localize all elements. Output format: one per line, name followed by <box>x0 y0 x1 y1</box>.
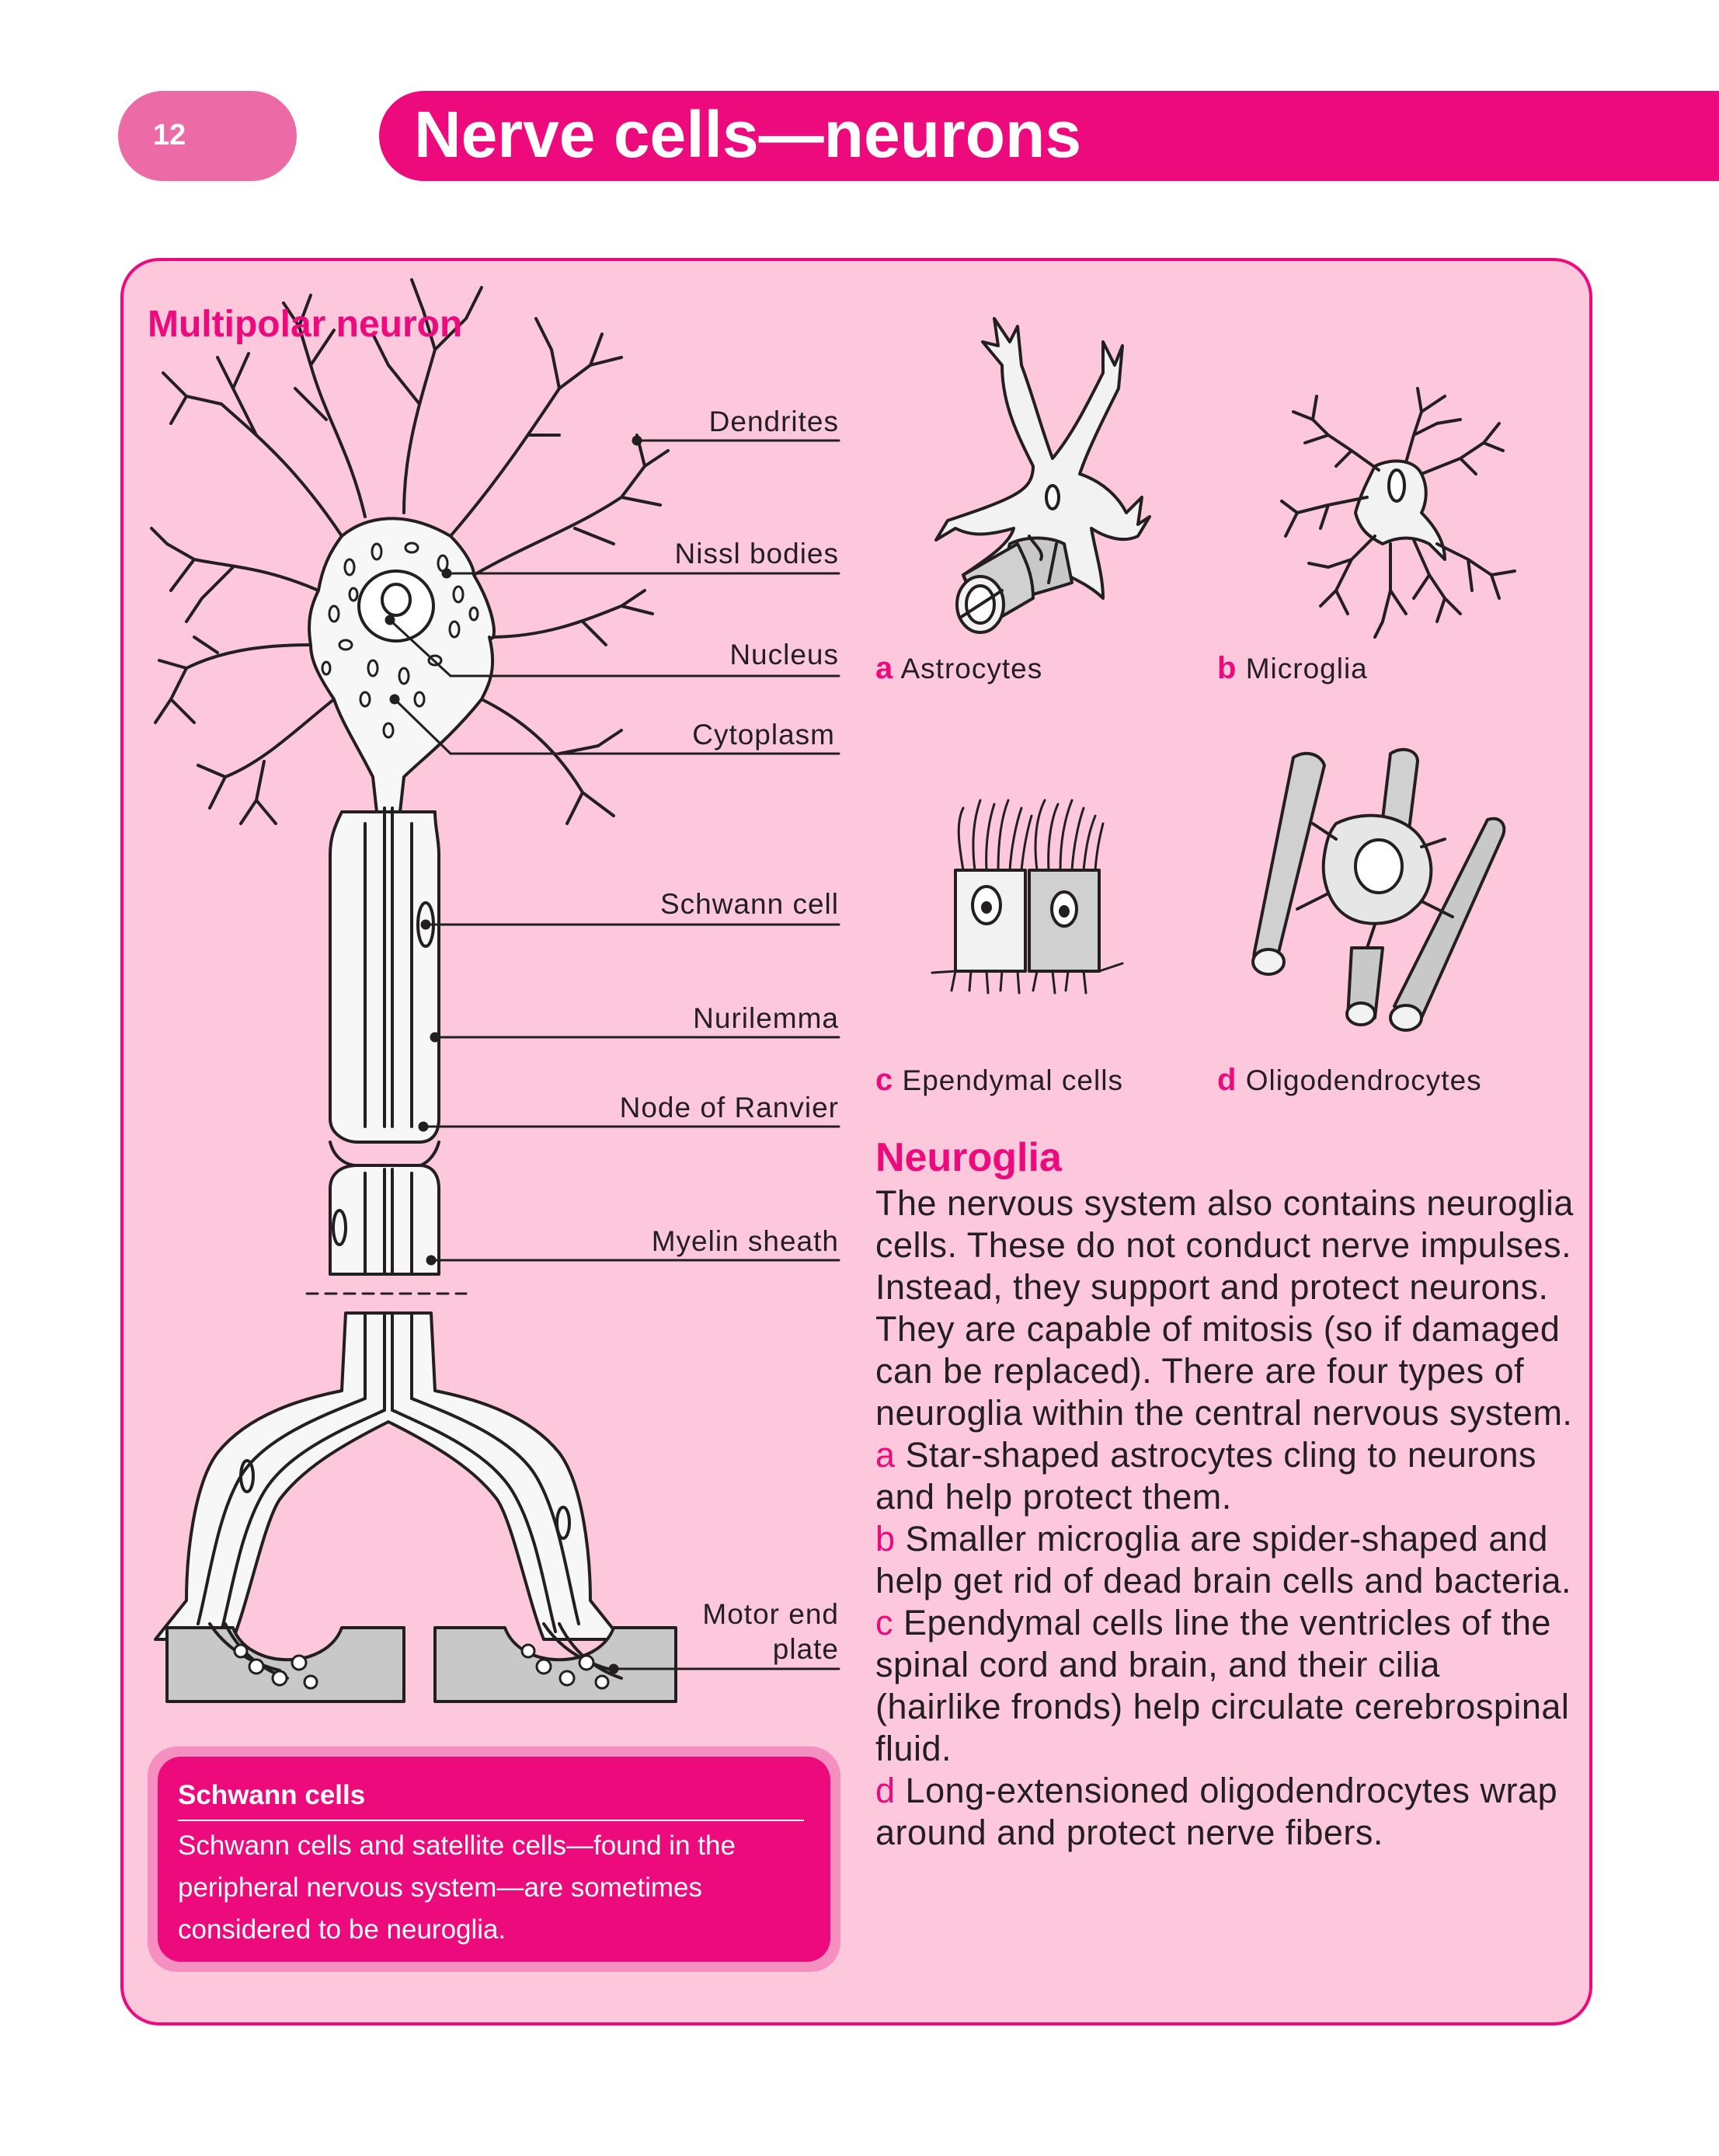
label-schwann-cell: Schwann cell <box>659 888 839 920</box>
schwann-box-divider <box>178 1820 804 1821</box>
schwann-box-body: Schwann cells and satellite cells—found … <box>178 1830 736 1945</box>
caption-text: Oligodendrocytes <box>1245 1064 1482 1096</box>
item-text: Long-extensioned oligodendrocytes wrap a… <box>875 1771 1558 1852</box>
item-text: Ependymal cells line the ventricles of t… <box>875 1603 1570 1768</box>
caption-letter: c <box>875 1063 894 1097</box>
caption-text: Ependymal cells <box>902 1064 1123 1096</box>
label-dendrites: Dendrites <box>708 406 839 437</box>
page-number: 12 <box>153 119 186 152</box>
neuroglia-item-c: c Ependymal cells line the ventricles of… <box>875 1602 1575 1770</box>
caption-microglia: b Microglia <box>1217 651 1368 686</box>
item-letter: d <box>875 1771 896 1810</box>
item-text: Smaller microglia are spider-shaped and … <box>875 1519 1572 1600</box>
label-cytoplasm: Cytoplasm <box>692 719 835 751</box>
caption-letter: a <box>875 651 894 685</box>
dendrites-drawing <box>150 278 670 825</box>
neuroglia-body: The nervous system also contains neurogl… <box>875 1182 1575 1854</box>
caption-text: Astrocytes <box>900 653 1043 684</box>
label-leader-lines <box>385 435 840 1674</box>
microglia-drawing <box>1280 387 1516 639</box>
item-letter: c <box>875 1603 893 1642</box>
schwann-box-title: Schwann cells <box>178 1780 366 1810</box>
caption-letter: d <box>1217 1063 1237 1097</box>
caption-letter: b <box>1217 651 1237 685</box>
nissl-bodies-drawing <box>321 542 479 739</box>
page-number-badge: 12 <box>118 91 297 181</box>
caption-astrocytes: a Astrocytes <box>875 651 1042 686</box>
neuron-heading: Multipolar neuron <box>148 304 463 345</box>
label-nurilemma: Nurilemma <box>693 1002 839 1034</box>
label-nissl-bodies: Nissl bodies <box>674 538 839 569</box>
item-letter: b <box>875 1519 896 1559</box>
title-bar: Nerve cells—neurons <box>379 91 1719 181</box>
cell-body-drawing <box>308 517 496 813</box>
label-motor-end-plate-2: plate <box>772 1633 839 1665</box>
astrocyte-drawing <box>934 317 1151 634</box>
neuroglia-intro: The nervous system also contains neurogl… <box>875 1183 1574 1433</box>
motor-end-plate-drawing <box>165 1622 677 1703</box>
oligodendrocyte-drawing <box>1251 747 1506 1032</box>
neuroglia-item-d: d Long-extensioned oligodendrocytes wrap… <box>875 1770 1575 1854</box>
axon-drawing <box>154 806 623 1641</box>
label-myelin-sheath: Myelin sheath <box>651 1225 839 1257</box>
neuroglia-item-b: b Smaller microglia are spider-shaped an… <box>875 1518 1575 1602</box>
ependymal-drawing <box>931 799 1124 994</box>
caption-ependymal-cells: c Ependymal cells <box>875 1063 1123 1098</box>
caption-oligodendrocytes: d Oligodendrocytes <box>1217 1063 1482 1098</box>
caption-text: Microglia <box>1245 653 1368 684</box>
page-title: Nerve cells—neurons <box>414 98 1082 171</box>
label-nucleus: Nucleus <box>729 639 839 670</box>
label-motor-end-plate-1: Motor end <box>702 1598 839 1630</box>
label-node-of-ranvier: Node of Ranvier <box>619 1092 839 1123</box>
item-letter: a <box>875 1435 896 1475</box>
neuroglia-heading: Neuroglia <box>875 1135 1062 1180</box>
multipolar-neuron-drawing <box>150 278 840 1703</box>
neuroglia-item-a: a Star-shaped astrocytes cling to neuron… <box>875 1434 1575 1518</box>
schwann-box: Schwann cells Schwann cells and satellit… <box>158 1757 830 1962</box>
item-text: Star-shaped astrocytes cling to neurons … <box>875 1435 1536 1517</box>
